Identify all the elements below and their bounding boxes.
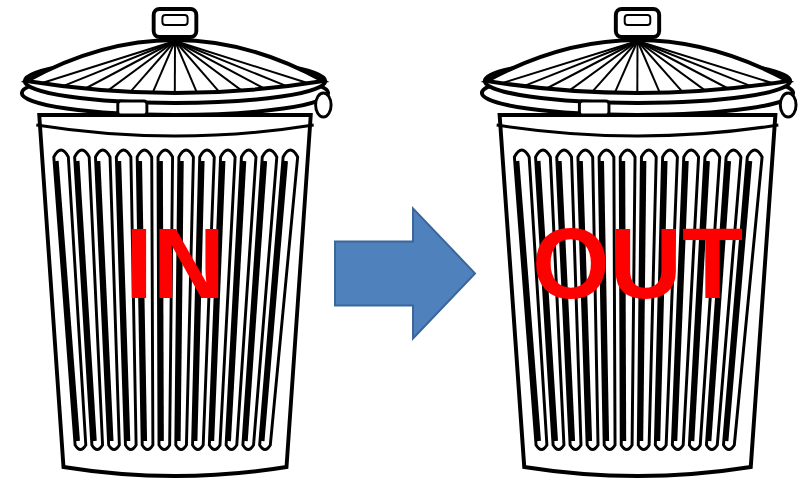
can-rib [260, 150, 298, 450]
body-rim [36, 125, 313, 136]
lid-ridge [174, 41, 176, 93]
lid-ridge [638, 41, 773, 83]
trash-can: OUT [475, 5, 800, 480]
rib-shade [245, 161, 264, 441]
side-ring [316, 93, 332, 117]
lid-ridge [131, 41, 175, 92]
lid-ridge [547, 41, 637, 88]
lid-handle [616, 9, 659, 37]
rib-shade [77, 161, 94, 441]
lid-ridge [638, 41, 705, 90]
rib-shade [262, 161, 285, 441]
side-ring [780, 93, 796, 117]
rib-shade [56, 161, 77, 441]
rib-shade [98, 161, 111, 441]
lid-ridge [636, 41, 638, 93]
lid-clasp [118, 101, 147, 115]
lid-ridge [615, 41, 638, 93]
lid-dome [487, 40, 788, 93]
lid-ridge [175, 41, 285, 86]
lid-ridge [175, 41, 307, 83]
can-label: OUT [475, 213, 800, 313]
lid-ridge [86, 41, 175, 88]
handle-grip [625, 15, 651, 25]
rib-shade [229, 161, 244, 441]
body-rim [497, 125, 779, 136]
handle-grip [162, 15, 187, 25]
lid-dome [27, 40, 324, 93]
can-rib [95, 150, 119, 450]
lid-ridge [175, 41, 241, 90]
trash-can: IN [15, 5, 335, 480]
lid-ridge [592, 41, 637, 92]
block-arrow [335, 208, 475, 338]
lid-handle [154, 9, 197, 37]
lid-ridge [153, 41, 175, 93]
lid-ridge [638, 41, 750, 86]
lid-clasp [579, 101, 609, 115]
can-label: IN [15, 213, 335, 313]
